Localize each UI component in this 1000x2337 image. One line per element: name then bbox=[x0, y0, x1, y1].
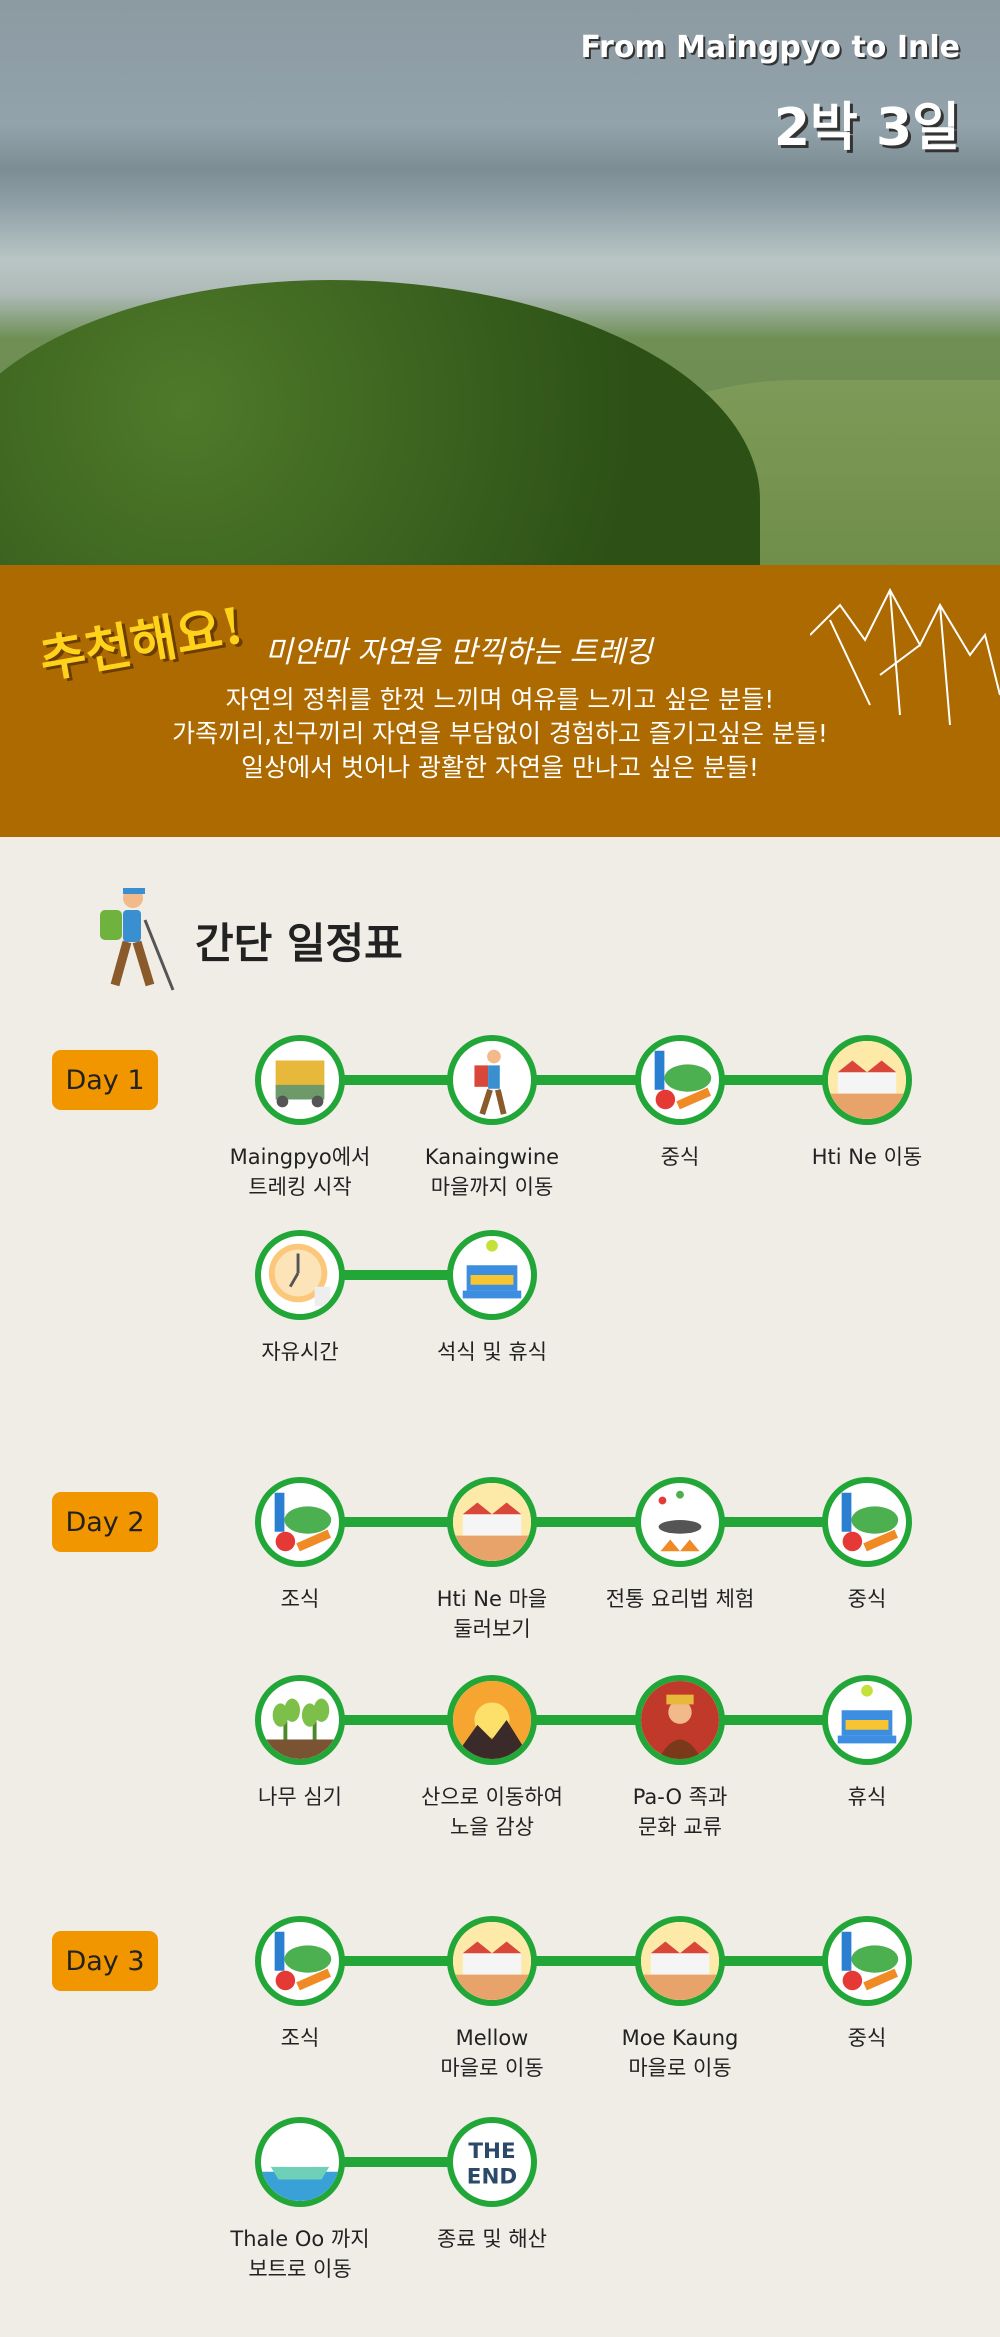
day-badge: Day 1 bbox=[52, 1050, 158, 1110]
duration-title: 2박 3일 bbox=[773, 98, 960, 158]
schedule-heading: 간단 일정표 bbox=[95, 880, 403, 1000]
activity-label: 중식 bbox=[847, 1587, 887, 1611]
banner-line: 자연의 정취를 한껏 느끼며 여유를 느끼고 싶은 분들! bbox=[225, 685, 775, 714]
bed-icon bbox=[447, 1230, 537, 1320]
banner-line: 가족끼리,친구끼리 자연을 부담없이 경험하고 즐기고싶은 분들! bbox=[172, 719, 828, 748]
clock-icon bbox=[255, 1230, 345, 1320]
mountain-icon bbox=[810, 587, 1000, 725]
recommend-label: 추천해요! bbox=[35, 595, 249, 690]
hero-photo: From Maingpyo to Inle 2박 3일 bbox=[0, 0, 1000, 565]
banner-line: 일상에서 벗어나 광활한 자연을 만나고 싶은 분들! bbox=[241, 753, 759, 782]
activity-label: 석식 및 휴식 bbox=[437, 1340, 547, 1364]
timeline-connector bbox=[300, 1075, 867, 1085]
food-icon bbox=[822, 1916, 912, 2006]
bed-icon bbox=[822, 1675, 912, 1765]
schedule-title: 간단 일정표 bbox=[195, 918, 403, 968]
food-icon bbox=[255, 1477, 345, 1567]
forest-hill bbox=[0, 280, 760, 565]
banner-subtitle: 미얀마 자연을 만끽하는 트레킹 bbox=[265, 635, 653, 670]
activity-label: 산으로 이동하여 노을 감상 bbox=[421, 1785, 563, 1839]
activity-label: Hti Ne 이동 bbox=[811, 1145, 923, 1169]
recommend-banner: 추천해요! 미얀마 자연을 만끽하는 트레킹 자연의 정취를 한껏 느끼며 여유… bbox=[0, 565, 1000, 837]
village-icon bbox=[447, 1916, 537, 2006]
cooking-icon bbox=[635, 1477, 725, 1567]
sunset-icon bbox=[447, 1675, 537, 1765]
activity-label: Thale Oo 까지 보트로 이동 bbox=[230, 2227, 370, 2281]
timeline-connector bbox=[300, 2157, 492, 2167]
activity-label: 나무 심기 bbox=[258, 1785, 342, 1809]
food-icon bbox=[635, 1035, 725, 1125]
activity-label: 자유시간 bbox=[261, 1340, 339, 1364]
activity-label: 중식 bbox=[660, 1145, 700, 1169]
day-badge: Day 3 bbox=[52, 1931, 158, 1991]
timeline-connector bbox=[300, 1956, 867, 1966]
activity-label: 중식 bbox=[847, 2026, 887, 2050]
food-icon bbox=[822, 1477, 912, 1567]
activity-label: 휴식 bbox=[847, 1785, 887, 1809]
activity-label: 조식 bbox=[280, 1587, 320, 1611]
activity-label: Hti Ne 마을 둘러보기 bbox=[436, 1587, 548, 1641]
timeline-connector bbox=[300, 1270, 492, 1280]
activity-label: Moe Kaung 마을로 이동 bbox=[621, 2026, 739, 2080]
activity-label: 전통 요리법 체험 bbox=[605, 1587, 755, 1611]
village-icon bbox=[447, 1477, 537, 1567]
village-icon bbox=[822, 1035, 912, 1125]
plant-icon bbox=[255, 1675, 345, 1765]
person-icon bbox=[635, 1675, 725, 1765]
route-title: From Maingpyo to Inle bbox=[580, 30, 960, 65]
day-badge: Day 2 bbox=[52, 1492, 158, 1552]
timeline-connector bbox=[300, 1517, 867, 1527]
activity-label: Mellow 마을로 이동 bbox=[440, 2026, 544, 2080]
tuktuk-icon bbox=[255, 1035, 345, 1125]
hiker-icon bbox=[100, 888, 175, 991]
village-icon bbox=[635, 1916, 725, 2006]
timeline-connector bbox=[300, 1715, 867, 1725]
food-icon bbox=[255, 1916, 345, 2006]
activity-label: 종료 및 해산 bbox=[437, 2227, 547, 2251]
hiker-icon bbox=[447, 1035, 537, 1125]
activity-label: Maingpyo에서 트레킹 시작 bbox=[229, 1145, 371, 1199]
activity-label: Pa-O 족과 문화 교류 bbox=[632, 1785, 728, 1839]
svg-text:END: END bbox=[467, 2164, 517, 2189]
svg-text:THE: THE bbox=[468, 2139, 515, 2164]
boat-icon bbox=[255, 2117, 345, 2207]
activity-label: Kanaingwine 마을까지 이동 bbox=[424, 1145, 560, 1199]
activity-label: 조식 bbox=[280, 2026, 320, 2050]
